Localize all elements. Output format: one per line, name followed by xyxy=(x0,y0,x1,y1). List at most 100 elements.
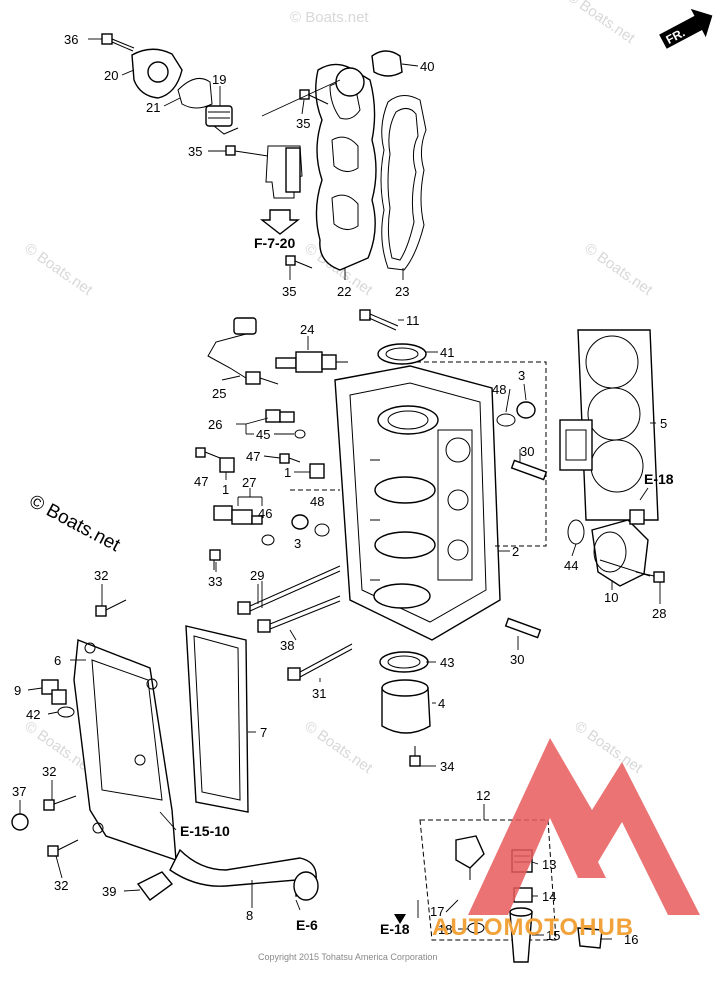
label-38: 38 xyxy=(280,638,294,653)
label-36: 36 xyxy=(64,32,78,47)
label-41: 41 xyxy=(440,345,454,360)
stud-30-icon xyxy=(504,617,542,639)
label-20: 20 xyxy=(104,68,118,83)
label-47: 47 xyxy=(194,474,208,489)
bolt-29-icon xyxy=(237,565,341,615)
label-5: 5 xyxy=(660,416,667,431)
label-45: 45 xyxy=(256,427,270,442)
label-8: 8 xyxy=(246,908,253,923)
cap-3-icon xyxy=(291,514,309,530)
label-35: 35 xyxy=(296,116,310,131)
label-7: 7 xyxy=(260,725,267,740)
ref-e-18[interactable]: E-18 xyxy=(380,921,410,937)
watermark: © Boats.net xyxy=(581,240,656,299)
o-ring-18-icon xyxy=(467,922,485,934)
clip-16-icon xyxy=(577,927,603,949)
ref-e-18[interactable]: E-18 xyxy=(644,471,674,487)
bolt-32-icon xyxy=(43,795,77,811)
label-27: 27 xyxy=(242,475,256,490)
label-2: 2 xyxy=(512,544,519,559)
seal-41-icon xyxy=(377,343,427,365)
label-43: 43 xyxy=(440,655,454,670)
label-3: 3 xyxy=(294,536,301,551)
washer-48-icon xyxy=(314,523,330,537)
side-watermark: © Boats.net xyxy=(26,491,124,557)
part-labels: 36 20 21 19 40 35 35 F-7-20 35 22 23 11 … xyxy=(12,32,674,947)
label-23: 23 xyxy=(395,284,409,299)
label-25: 25 xyxy=(212,386,226,401)
bolt-31-icon xyxy=(287,643,353,681)
reference-arrow-icon xyxy=(259,209,301,235)
bolt-47-icon xyxy=(279,453,301,464)
thermostat-icon xyxy=(205,105,239,135)
collar-1-icon xyxy=(219,457,235,473)
label-48: 48 xyxy=(310,494,324,509)
copyright-text: Copyright 2015 Tohatsu America Corporati… xyxy=(258,952,437,962)
label-22: 22 xyxy=(337,284,351,299)
label-17: 17 xyxy=(430,904,444,919)
cap-37-icon xyxy=(11,813,29,831)
label-11: 11 xyxy=(406,313,420,328)
watermark: © Boats.net xyxy=(571,718,646,777)
o-ring-42-icon xyxy=(57,706,75,718)
stud-30-icon xyxy=(510,459,548,481)
brand-logo-text: AUTOMOTOHUB xyxy=(432,914,634,941)
spark-plug-icon xyxy=(275,351,348,373)
label-34: 34 xyxy=(440,759,454,774)
clamp-39-icon xyxy=(136,871,174,901)
watermark: © Boats.net xyxy=(564,0,639,48)
label-32: 32 xyxy=(42,764,56,779)
o-ring-46-icon xyxy=(261,534,275,546)
bolt-34-icon xyxy=(409,746,421,767)
label-42: 42 xyxy=(26,707,40,722)
label-44: 44 xyxy=(564,558,578,573)
label-30: 30 xyxy=(510,652,524,667)
front-direction-arrow: FR. xyxy=(659,8,713,49)
label-18: 18 xyxy=(438,922,452,937)
o-ring-45-icon xyxy=(294,429,306,439)
elbow-10-icon xyxy=(591,509,651,587)
head-gasket-icon xyxy=(559,329,659,521)
bolt-38-icon xyxy=(257,595,341,633)
watermark: © Boats.net xyxy=(290,9,369,26)
ref-f-7-20[interactable]: F-7-20 xyxy=(254,235,295,251)
ref-e-6[interactable]: E-6 xyxy=(296,917,318,933)
label-47: 47 xyxy=(246,449,260,464)
reference-arrow-icon xyxy=(394,914,406,924)
label-29: 29 xyxy=(250,568,264,583)
label-1: 1 xyxy=(222,482,229,497)
seal-43-icon xyxy=(379,651,429,673)
label-46: 46 xyxy=(258,506,272,521)
ref-e-15-10[interactable]: E-15-10 xyxy=(180,823,230,839)
plate-40-icon xyxy=(371,50,403,77)
bolt-35-icon xyxy=(285,255,313,269)
temperature-sensor-icon xyxy=(207,317,279,385)
o-ring-44-icon xyxy=(567,519,585,545)
bolt-28-icon xyxy=(635,571,665,583)
gasket-7-icon xyxy=(185,625,249,813)
bolt-35-icon xyxy=(225,145,269,157)
label-31: 31 xyxy=(312,686,326,701)
thermostat-group xyxy=(101,33,403,135)
label-35: 35 xyxy=(188,144,202,159)
watermark: © Boats.net xyxy=(301,718,376,777)
exhaust-cover-icon xyxy=(73,639,177,862)
leader-lines xyxy=(19,38,661,940)
cap-3-icon xyxy=(516,401,536,419)
collar-1-icon xyxy=(309,463,325,479)
label-40: 40 xyxy=(420,59,434,74)
bolt-47-icon xyxy=(195,447,221,459)
hose-8-icon xyxy=(169,848,317,897)
label-30: 30 xyxy=(520,444,534,459)
bolt-11-icon xyxy=(359,309,399,331)
label-15: 15 xyxy=(546,928,560,943)
gasket-21-icon xyxy=(177,77,213,109)
gasket-23-icon xyxy=(380,95,427,271)
label-16: 16 xyxy=(624,932,638,947)
sensor-26-icon xyxy=(265,409,295,423)
fitting-9-icon xyxy=(41,679,67,705)
label-6: 6 xyxy=(54,653,61,668)
label-33: 33 xyxy=(208,574,222,589)
label-1: 1 xyxy=(284,465,291,480)
